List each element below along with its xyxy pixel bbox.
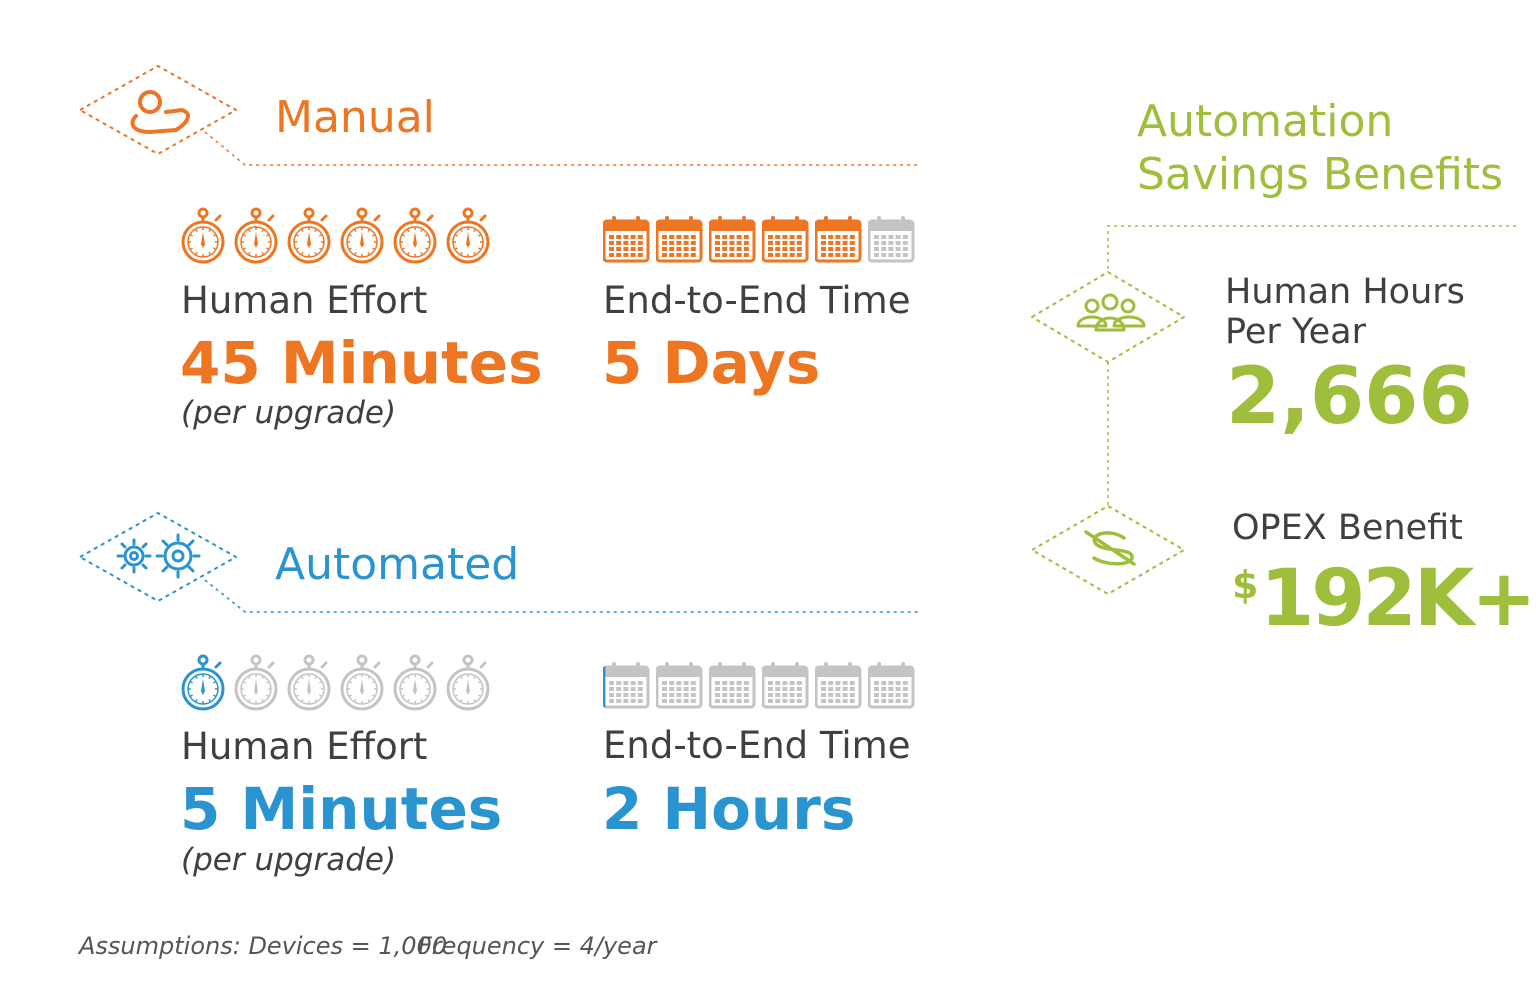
stopwatch-icon (393, 207, 437, 264)
stopwatch-icon (340, 207, 384, 264)
calendar-icon (603, 662, 650, 709)
hours-label-line1: Human Hours (1225, 272, 1465, 312)
automated-stopwatch-row (180, 654, 498, 712)
calendar-icon (656, 216, 703, 263)
stopwatch-icon (446, 654, 490, 711)
manual-e2e-label: End-to-End Time (603, 279, 911, 322)
manual-heading: Manual (275, 92, 435, 143)
stopwatch-icon (181, 207, 225, 264)
benefits-connectors (1107, 225, 1516, 506)
stopwatch-icon (234, 654, 278, 711)
dollar-icon (1084, 530, 1136, 566)
automated-effort-note: (per upgrade) (181, 842, 397, 878)
manual-effort-note: (per upgrade) (181, 395, 397, 431)
automated-badge (79, 512, 918, 613)
automated-calendar-row (603, 662, 921, 710)
opex-currency: $ (1232, 563, 1259, 607)
manual-stopwatch-row (180, 207, 498, 265)
group-icon (1076, 293, 1146, 332)
hours-badge (1031, 271, 1185, 363)
calendar-icon (815, 662, 862, 709)
person-icon (130, 90, 190, 134)
calendar-icon (815, 216, 862, 263)
stopwatch-icon (446, 207, 490, 264)
hours-value: 2,666 (1226, 352, 1473, 442)
automated-e2e-value: 2 Hours (602, 775, 856, 843)
benefits-title-line2: Savings Benefits (1137, 149, 1503, 200)
opex-badge (1031, 505, 1185, 595)
opex-value: 192K+ (1260, 554, 1536, 644)
manual-effort-value: 45 Minutes (180, 329, 543, 397)
calendar-icon (603, 216, 650, 263)
stopwatch-icon (181, 654, 225, 711)
assumptions-devices: Assumptions: Devices = 1,000 (79, 932, 448, 960)
calendar-icon (868, 216, 915, 263)
gears-icon (116, 533, 201, 579)
stopwatch-icon (340, 654, 384, 711)
calendar-icon (709, 662, 756, 709)
stopwatch-icon (287, 207, 331, 264)
stopwatch-icon (393, 654, 437, 711)
calendar-icon (868, 662, 915, 709)
calendar-icon (656, 662, 703, 709)
hours-label-line2: Per Year (1225, 312, 1367, 352)
automated-effort-value: 5 Minutes (180, 775, 503, 843)
benefits-title-line1: Automation (1137, 96, 1394, 147)
stopwatch-icon (287, 654, 331, 711)
manual-badge (79, 65, 918, 166)
opex-label: OPEX Benefit (1232, 508, 1463, 548)
automated-effort-label: Human Effort (181, 725, 428, 768)
automated-heading: Automated (275, 539, 520, 590)
manual-e2e-value: 5 Days (602, 329, 821, 397)
calendar-icon (709, 216, 756, 263)
manual-effort-label: Human Effort (181, 279, 428, 322)
manual-calendar-row (603, 216, 921, 264)
automated-e2e-label: End-to-End Time (603, 724, 911, 767)
calendar-icon (762, 216, 809, 263)
calendar-icon (762, 662, 809, 709)
assumptions-frequency: Frequency = 4/year (418, 932, 657, 960)
stopwatch-icon (234, 207, 278, 264)
